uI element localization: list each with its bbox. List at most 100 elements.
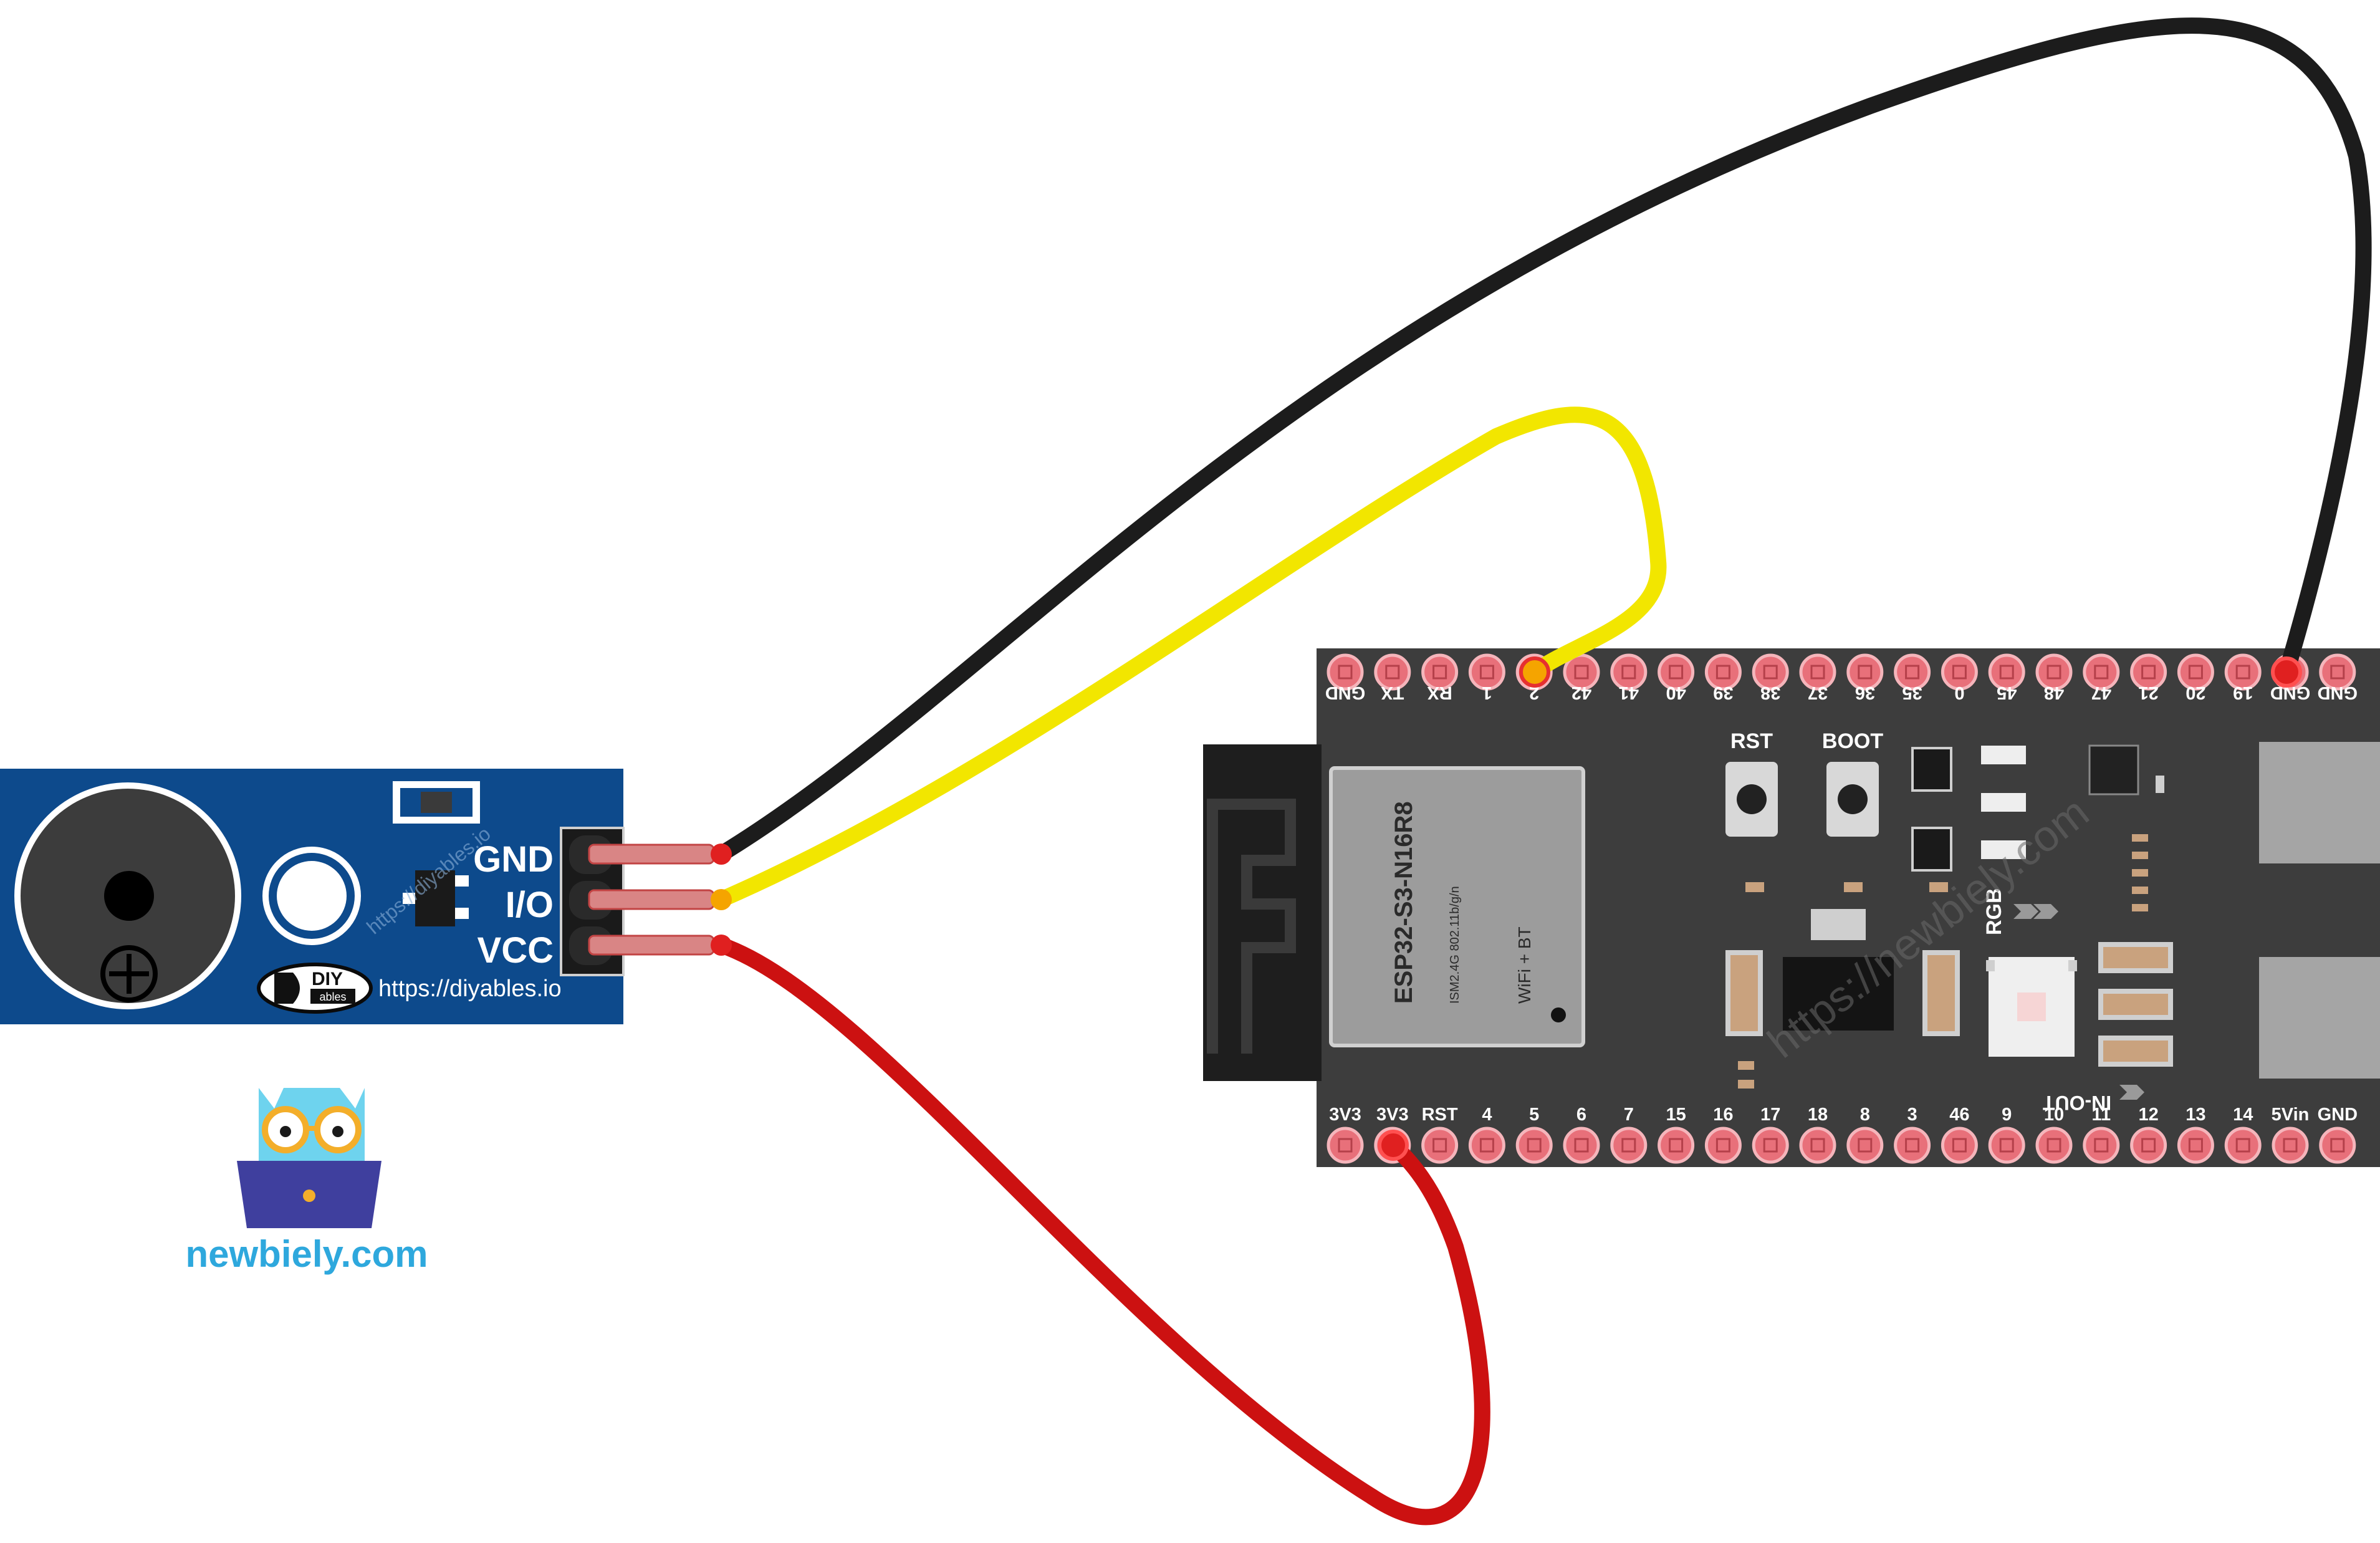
bottom-pin-label: 16 (1713, 1105, 1733, 1125)
diyables-sub-bg (310, 989, 355, 1004)
top-pin-label: 39 (1713, 683, 1733, 703)
vcc-wire-pin-end (1378, 1130, 1409, 1161)
resistor-2 (1981, 793, 2026, 812)
owl-pupil-right (332, 1126, 343, 1137)
top-pin-pad (1338, 665, 1353, 680)
top-pin-label: 19 (2233, 683, 2253, 703)
plus-icon-cross (109, 954, 149, 994)
top-pin-pad (1574, 665, 1589, 680)
top-pin-pad (1385, 665, 1400, 680)
rgb-led-core (2017, 993, 2046, 1021)
smd-row (2132, 834, 2148, 911)
bottom-pin-pad (1999, 1138, 2014, 1153)
regulator (1783, 957, 1894, 1031)
diode-2 (1911, 827, 1952, 872)
top-pin-pad (2330, 665, 2345, 680)
buzzer-url: https://diyables.io (378, 976, 562, 1002)
top-pin (2319, 653, 2356, 691)
top-pin-label: 0 (1954, 683, 1964, 703)
cap-row-3 (2098, 1036, 2173, 1067)
bottom-pin-label: 18 (1808, 1105, 1828, 1125)
top-pin-label: RX (1427, 683, 1452, 703)
bottom-pin-label: 13 (2186, 1105, 2205, 1125)
top-pin-pad (1858, 665, 1873, 680)
mount-hole (277, 861, 347, 931)
pin-label-vcc: VCC (477, 930, 554, 971)
bottom-pin-pad (1952, 1138, 1967, 1153)
top-pin-pad (1952, 665, 1967, 680)
pin-label-io: I/O (506, 885, 554, 925)
bottom-pin-pad (1905, 1138, 1920, 1153)
top-pin (1468, 653, 1505, 691)
top-pin (1704, 653, 1742, 691)
top-pin-label: 20 (2186, 683, 2205, 703)
bottom-pin (1468, 1127, 1505, 1164)
gnd-wire-pin-end (2271, 656, 2302, 688)
bottom-pin (1799, 1127, 1836, 1164)
bottom-pin-pad (1479, 1138, 1494, 1153)
usb-connector-2 (2259, 957, 2380, 1079)
top-pin (1658, 653, 1695, 691)
buzzer-module: https://diyables.io GND I/O VCC DIY able… (0, 769, 715, 1024)
cap-row-2 (2098, 989, 2173, 1020)
bottom-pin-pad (1858, 1138, 1873, 1153)
bottom-pin-pad (2283, 1138, 2298, 1153)
top-pin (1846, 653, 1884, 691)
newbiely-logo: newbiely.com (185, 1088, 428, 1275)
top-pin-pad (2047, 665, 2061, 680)
bottom-pin (1421, 1127, 1459, 1164)
bottom-pin-pad (1669, 1138, 1684, 1153)
bottom-pin-pad (1621, 1138, 1636, 1153)
esp32-board: ESP32-S3-N16R8 ISM2.4G 802.11b/g/n WiFi … (1203, 648, 2380, 1167)
rgb-label: RGB (1982, 888, 2006, 935)
rst-button-cap (1737, 784, 1767, 814)
transistor (415, 870, 455, 926)
top-pin-label: 41 (1619, 683, 1639, 703)
top-pin (1752, 653, 1789, 691)
bottom-pin-label: 6 (1576, 1105, 1586, 1125)
module-label: ESP32-S3-N16R8 (1390, 801, 1418, 1004)
top-pin (1327, 653, 1364, 691)
bottom-pin (1515, 1127, 1553, 1164)
bottom-pin (2319, 1127, 2356, 1164)
resistor-chip (421, 792, 452, 813)
bottom-pin (1894, 1127, 1931, 1164)
bottom-pin-label: 9 (2002, 1105, 2012, 1125)
top-pin-pad (1999, 665, 2014, 680)
top-pin-pad (2188, 665, 2203, 680)
gnd-wire-end (711, 844, 732, 865)
chip-small (2088, 744, 2139, 796)
antenna-trace (1207, 799, 1296, 1054)
vcc-wire-end (711, 935, 732, 956)
bottom-pin (2224, 1127, 2262, 1164)
bottom-pin (2177, 1127, 2214, 1164)
lead-gnd (588, 844, 715, 865)
bottom-pin-pad (1574, 1138, 1589, 1153)
laptop-dot (303, 1190, 315, 1202)
boot-button-cap (1838, 784, 1868, 814)
bottom-pin-label: 15 (1666, 1105, 1686, 1125)
inout-label: IN-OUT (2042, 1092, 2111, 1114)
bottom-pin-label: 12 (2138, 1105, 2158, 1125)
resistor-3 (1981, 840, 2026, 859)
top-pin-pad (1905, 665, 1920, 680)
rst-label: RST (1730, 729, 1773, 753)
top-pin (1799, 653, 1836, 691)
rgb-arrow (2013, 904, 2038, 919)
newbiely-text: newbiely.com (185, 1233, 428, 1275)
top-pin-pad (1669, 665, 1684, 680)
lead-vcc (588, 935, 715, 956)
top-pin-pad (1763, 665, 1778, 680)
top-pin (1610, 653, 1648, 691)
rgb-pad-2 (2068, 960, 2077, 971)
smd-d (1929, 882, 1948, 892)
boot-label: BOOT (1822, 729, 1883, 753)
io-wire (713, 406, 1667, 908)
gnd-wire (713, 17, 2372, 862)
bottom-pin (2272, 1127, 2309, 1164)
bottom-pin-label: 7 (1624, 1105, 1634, 1125)
top-pin-label: 45 (1997, 683, 2017, 703)
module-wifi: WiFi + BT (1515, 926, 1534, 1004)
bottom-pin-pad (2330, 1138, 2345, 1153)
